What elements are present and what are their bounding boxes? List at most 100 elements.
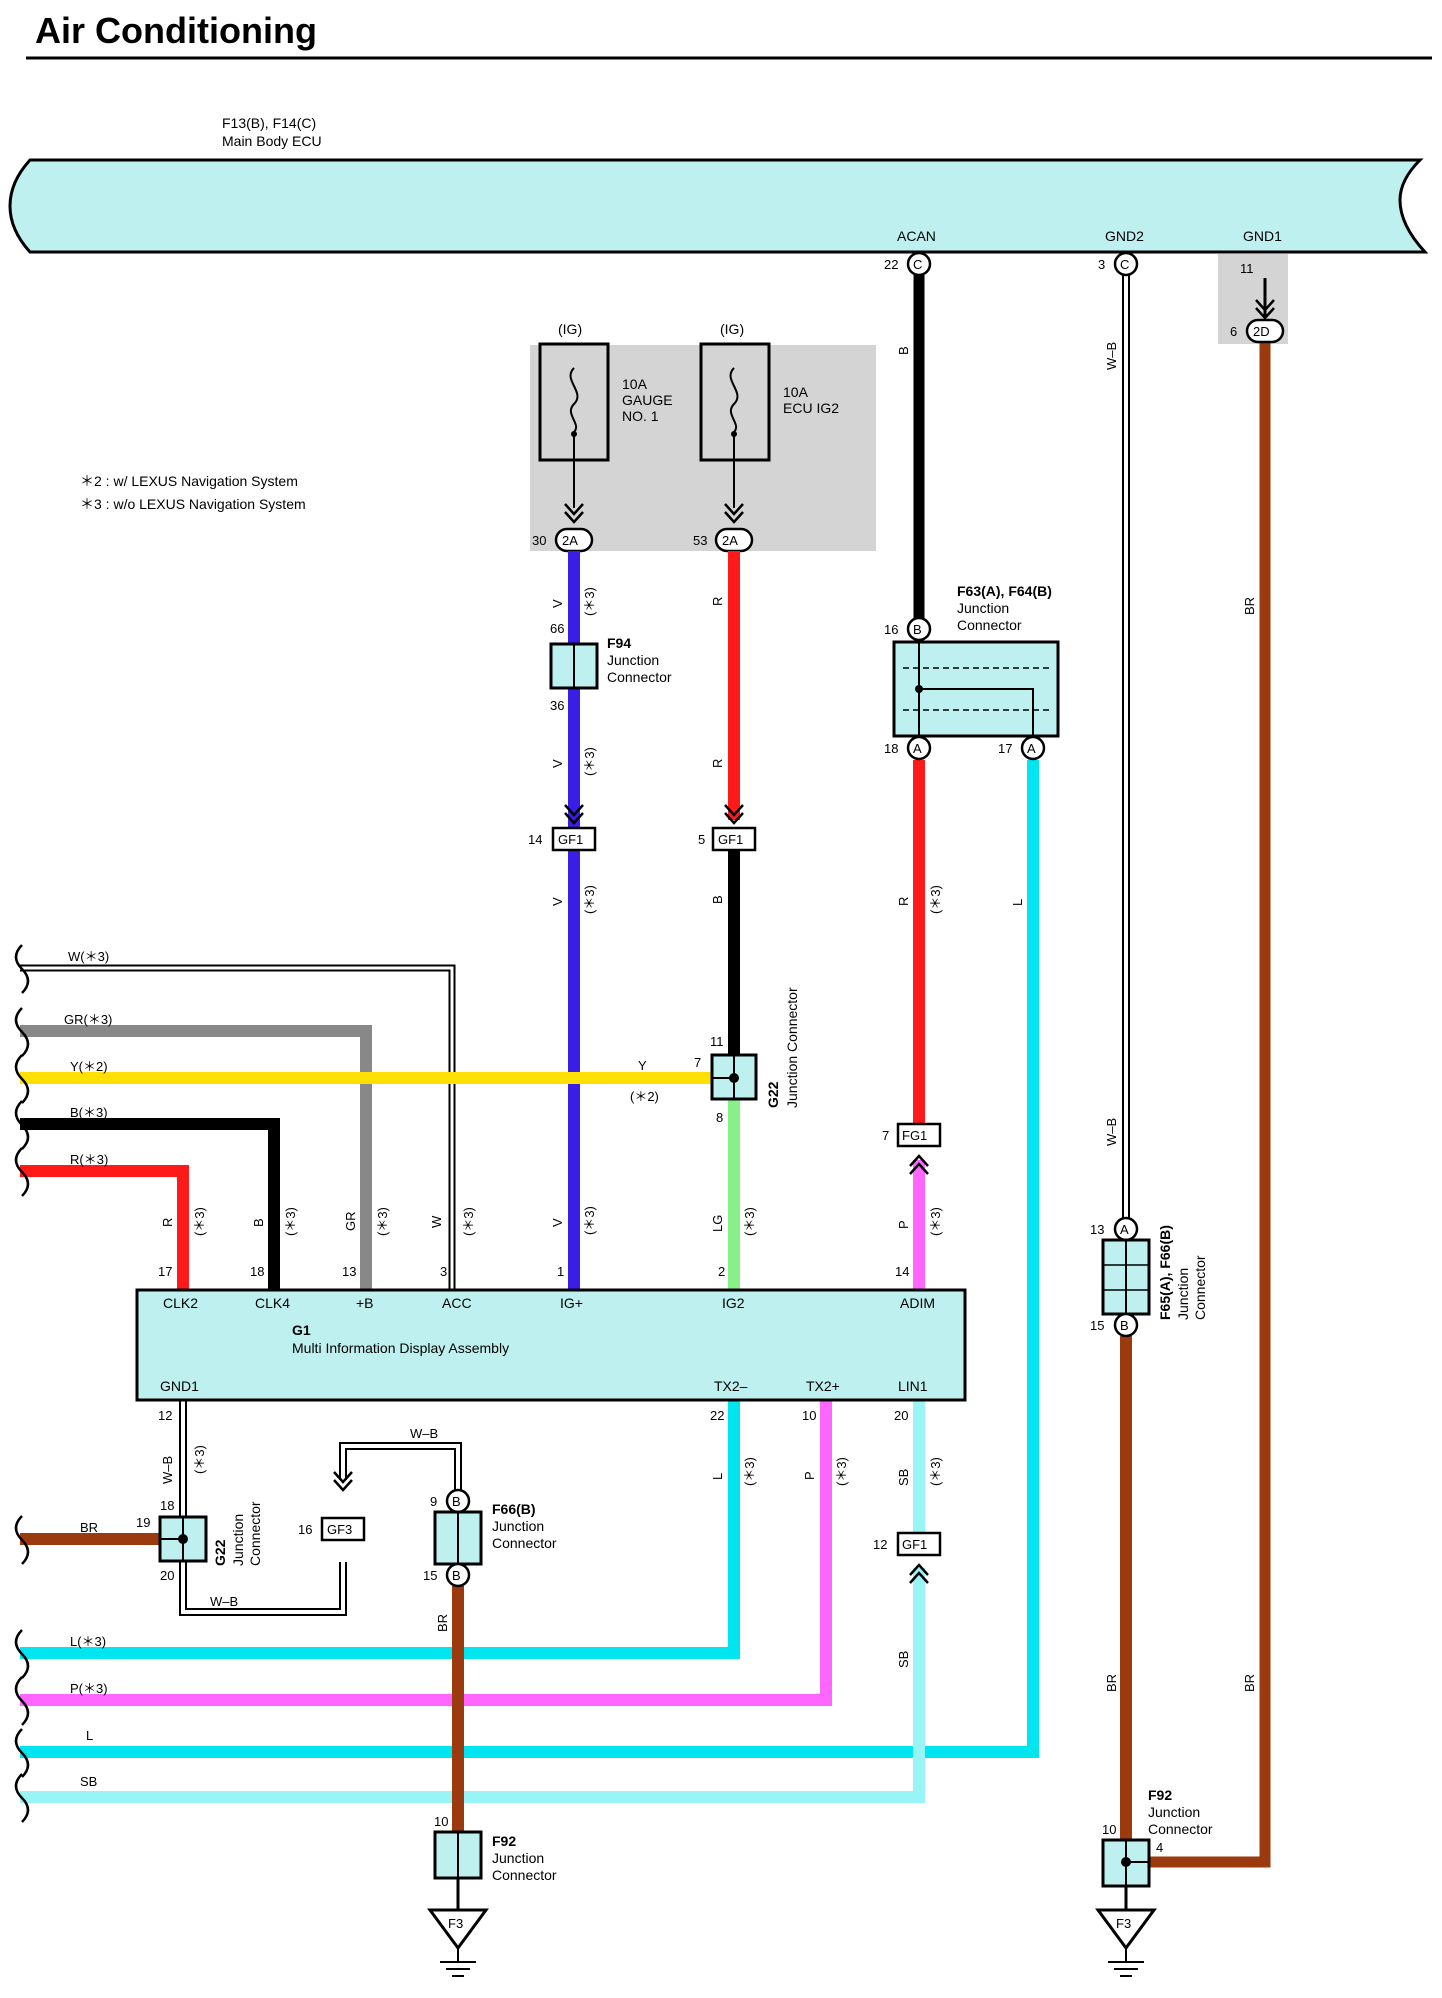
acan-pin: 22 (884, 257, 898, 272)
wire-l-tx2minus (20, 1400, 740, 1659)
left-wire-b: B(＊3) (70, 1105, 108, 1120)
ground-f3-left (427, 1908, 489, 1951)
wire-sb-left (20, 1568, 925, 1803)
f63-code: F63(A), F64(B) (957, 583, 1052, 599)
f63-pin-a-circle (906, 735, 932, 761)
g1-term-adim: ADIM (900, 1295, 935, 1311)
gf3-connector (320, 1516, 366, 1542)
lbl-gnd2-wb: W–B (1104, 342, 1119, 370)
g22-bottom-code: G22 (212, 1539, 228, 1566)
wire-gr-left (20, 1025, 372, 1290)
fuse1-supply: (IG) (558, 321, 582, 337)
fuse1-rating: 10A (622, 376, 648, 392)
f92-left-code: F92 (492, 1833, 516, 1849)
lbl-p-adim: P (896, 1220, 911, 1229)
g1-term-tx2-minus: TX2– (714, 1378, 748, 1394)
lbl-v-2: V (550, 759, 565, 768)
lbl-v-4-star: (＊3) (582, 1206, 597, 1235)
lbl-p-tx2plus-star: (＊3) (834, 1457, 849, 1486)
wire-r-left (20, 1165, 189, 1290)
acan-conn: C (913, 257, 922, 272)
fuse2-name1: ECU IG2 (783, 400, 839, 416)
wire-p-tx2plus (20, 1400, 832, 1706)
f66-conn-bottom: B (452, 1568, 461, 1583)
lbl-r-clk2: R (160, 1218, 175, 1227)
g1-term-b-plus: +B (356, 1295, 374, 1311)
g1-pin-adim: 14 (895, 1264, 909, 1279)
ground-symbol-right (1108, 1948, 1144, 1977)
fuse2-supply: (IG) (720, 321, 744, 337)
f65-conn-bottom: B (1120, 1318, 1129, 1333)
g1-pin-clk2: 17 (158, 1264, 172, 1279)
f65-code: F65(A), F66(B) (1157, 1225, 1173, 1320)
terminal-acan: ACAN (897, 228, 936, 244)
gf3-pin: 16 (298, 1522, 312, 1537)
g1-pin-lin1: 20 (894, 1408, 908, 1423)
f94-line1: Junction (607, 652, 659, 668)
fg1-code: FG1 (902, 1128, 927, 1143)
lbl-r-2: R (710, 759, 725, 768)
gf1-lg-code: GF1 (718, 832, 743, 847)
g1-pin-ig-plus: 1 (557, 1264, 564, 1279)
f66-code: F66(B) (492, 1501, 536, 1517)
fuse2-symbol (729, 367, 739, 433)
gnd2-pin-circle (1113, 251, 1139, 277)
lbl-r-clk2-star: (＊3) (192, 1207, 207, 1236)
lbl-r-adim: R (896, 897, 911, 906)
g1-term-gnd1: GND1 (160, 1378, 199, 1394)
f63-conn-in: B (913, 622, 922, 637)
f63-pin-b-circle (1020, 735, 1046, 761)
lbl-l-tx2minus-star: (＊3) (742, 1457, 757, 1486)
fuse-block-area (530, 345, 876, 551)
left-wire-gr: GR(＊3) (64, 1012, 112, 1027)
lbl-br-gnd1-lower: BR (1242, 1674, 1257, 1692)
f65-pin-bottom-circle (1113, 1312, 1139, 1338)
gf1-v-connector (551, 826, 597, 852)
g1-term-acc: ACC (442, 1295, 472, 1311)
gnd1-relay-conn: 2D (1253, 324, 1270, 339)
lbl-w-star: (＊3) (461, 1207, 476, 1236)
wire-break-marks (14, 944, 30, 1823)
lbl-p-tx2plus: P (802, 1471, 817, 1480)
f92-right-line1: Junction (1148, 1804, 1200, 1820)
g1-pin-gnd1: 12 (158, 1408, 172, 1423)
lbl-b-clk4: B (251, 1218, 266, 1227)
gf1-sb-pin: 12 (873, 1537, 887, 1552)
g22-top-desc: Junction Connector (784, 987, 800, 1108)
lbl-br-f65: BR (1104, 1674, 1119, 1692)
diagram-title: Air Conditioning (35, 10, 317, 51)
f92-left-line1: Junction (492, 1850, 544, 1866)
lbl-v-2-star: (＊3) (582, 747, 597, 776)
f66-pin-top: 9 (430, 1494, 437, 1509)
lbl-r-1: R (710, 597, 725, 606)
f63-conn-b: A (1027, 741, 1036, 756)
f92-right-pin-left: 10 (1102, 1822, 1116, 1837)
gf1-v-pin: 14 (528, 832, 542, 847)
acan-pin-circle (906, 251, 932, 277)
g1-pin-tx2-plus: 10 (802, 1408, 816, 1423)
lbl-v-3: V (550, 897, 565, 906)
g22-bottom-pin-bottom: 20 (160, 1568, 174, 1583)
f94-pin-out: 36 (550, 698, 564, 713)
g1-pin-acc: 3 (440, 1264, 447, 1279)
ground-symbol-left (440, 1948, 476, 1977)
lbl-w: W (429, 1215, 444, 1228)
fuse2-conn: 2A (722, 533, 738, 548)
g22-top-code: G22 (765, 1081, 781, 1108)
gnd1-relay-oval (1245, 318, 1285, 344)
fuse1-symbol (569, 367, 579, 433)
g1-pin-ig2: 2 (718, 1264, 725, 1279)
wire-wb-gf3-f66 (339, 1442, 462, 1490)
fuse2-pin: 53 (693, 533, 707, 548)
ground-f3-right (1095, 1908, 1157, 1951)
g1-code: G1 (292, 1322, 311, 1338)
main-ecu-code: F13(B), F14(C) (222, 115, 316, 131)
lbl-v-1: V (550, 599, 565, 608)
terminal-gnd1: GND1 (1243, 228, 1282, 244)
f65-line1: Junction (1175, 1268, 1191, 1320)
g22-top-pin-left: 7 (694, 1055, 701, 1070)
lbl-b-gf1: B (710, 895, 725, 904)
f94-code: F94 (607, 635, 631, 651)
lbl-wb-gnd1-star: (＊3) (192, 1445, 207, 1474)
fuse2-rating: 10A (783, 384, 809, 400)
